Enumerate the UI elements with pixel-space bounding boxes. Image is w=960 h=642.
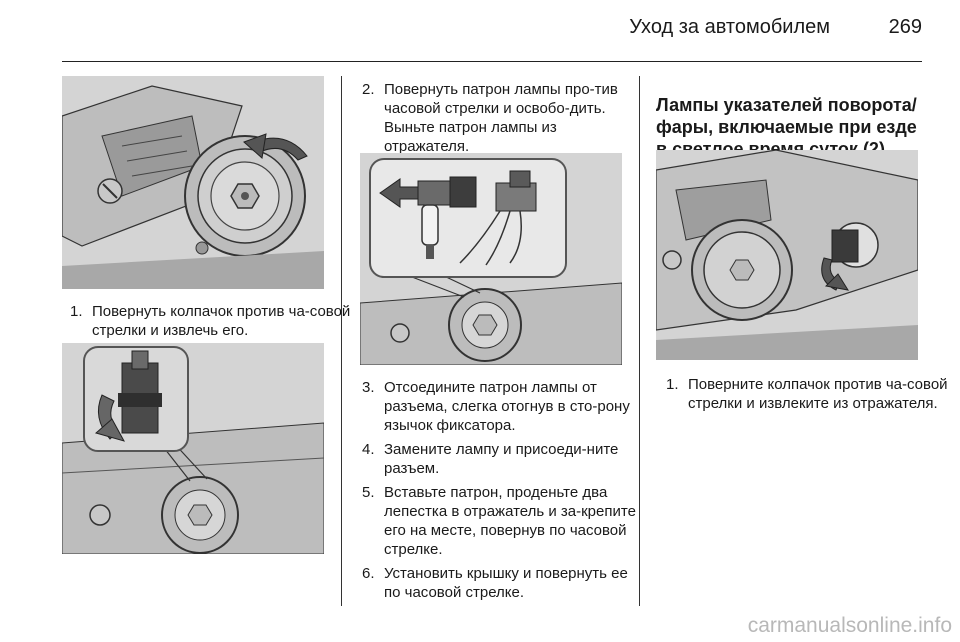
rotate-counterclockwise-arrow-icon <box>821 257 850 291</box>
step-4: 4. Замените лампу и присоеди-ните разъем. <box>362 440 646 478</box>
step-text: Повернуть колпачок против ча-совой стрел… <box>92 303 351 339</box>
lamp-holder-drawing <box>62 343 324 554</box>
header-title: Уход за автомобилем <box>629 16 830 38</box>
step-number: 2. <box>362 81 375 98</box>
turn-signal-drawing <box>656 150 918 360</box>
step-text: Установить крышку и повернуть ее по часо… <box>384 565 628 601</box>
step-3: 3. Отсоедините патрон лампы от разъема, с… <box>362 378 646 435</box>
headlamp-cap-drawing <box>62 76 324 289</box>
rotate-counterclockwise-arrow-icon <box>243 133 308 161</box>
step-number: 4. <box>362 441 375 458</box>
illustration-headlamp-cap <box>62 76 324 289</box>
step-text: Повернуть патрон лампы про-тив часовой с… <box>384 81 618 155</box>
bulb-removal-drawing <box>360 153 622 365</box>
step-number: 3. <box>362 379 375 396</box>
step-number: 1. <box>70 303 83 320</box>
page-number: 269 <box>888 16 922 38</box>
step-1-column-3: 1. Поверните колпачок против ча-совой стр… <box>666 375 950 413</box>
watermark: carmanualsonline.info <box>747 614 952 637</box>
column-divider-2 <box>639 76 640 606</box>
header-rule <box>62 61 922 62</box>
step-2: 2. Повернуть патрон лампы про-тив часовой… <box>362 80 646 156</box>
illustration-bulb-removal <box>360 153 622 365</box>
step-number: 5. <box>362 484 375 501</box>
step-text: Отсоедините патрон лампы от разъема, сле… <box>384 379 630 434</box>
rotate-counterclockwise-arrow-icon <box>94 394 126 442</box>
column-divider-1 <box>341 76 342 606</box>
step-1: 1. Повернуть колпачок против ча-совой стр… <box>70 302 352 340</box>
step-text: Замените лампу и присоеди-ните разъем. <box>384 441 619 477</box>
step-text: Вставьте патрон, проденьте два лепестка … <box>384 484 636 558</box>
step-number: 6. <box>362 565 375 582</box>
illustration-turn-signal-lamp <box>656 150 918 360</box>
step-number: 1. <box>666 376 679 393</box>
step-6: 6. Установить крышку и повернуть ее по ча… <box>362 564 646 602</box>
illustration-lamp-holder <box>62 343 324 554</box>
step-5: 5. Вставьте патрон, проденьте два лепестк… <box>362 483 646 559</box>
step-text: Поверните колпачок против ча-совой стрел… <box>688 376 948 412</box>
